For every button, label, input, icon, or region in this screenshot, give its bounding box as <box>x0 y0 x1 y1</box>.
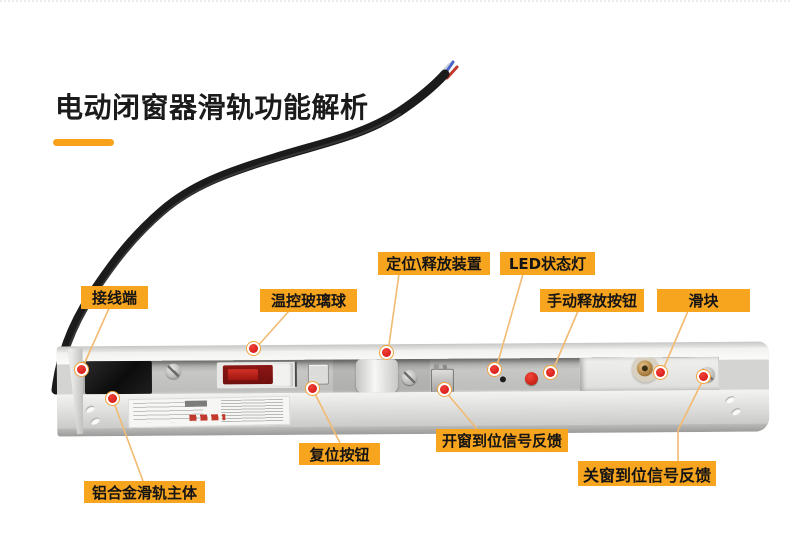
callout-line-positioning-release-device <box>387 273 400 353</box>
callout-label-window-close-signal-feedback: 关窗到位信号反馈 <box>578 461 716 486</box>
callout-label-window-open-signal-feedback: 开窗到位信号反馈 <box>436 429 568 452</box>
callout-line-reset-button <box>312 389 341 444</box>
callout-label-led-status-light: LED状态灯 <box>500 252 595 275</box>
callout-line-wiring-terminal <box>81 305 111 370</box>
callout-label-manual-release-button: 手动释放按钮 <box>540 289 644 312</box>
callout-line-window-close-signal <box>677 377 705 461</box>
callout-label-slider-block: 滑块 <box>657 289 750 312</box>
callout-dot-window-open-signal <box>437 382 452 397</box>
callout-label-wiring-terminal: 接线端 <box>81 286 148 309</box>
callout-dot-positioning-release-device <box>379 345 394 360</box>
title-accent-dash <box>53 139 114 146</box>
page-title: 电动闭窗器滑轨功能解析 <box>55 91 369 124</box>
callout-line-window-open-signal <box>444 390 478 430</box>
callout-dot-aluminum-rail-body <box>105 391 120 406</box>
callout-dot-wiring-terminal <box>74 362 89 377</box>
callout-dot-manual-release-button <box>543 365 558 380</box>
callout-label-reset-button: 复位按钮 <box>299 443 380 465</box>
callout-line-manual-release-button <box>551 310 579 373</box>
callout-dot-slider-block <box>653 365 668 380</box>
callout-label-aluminum-rail-body: 铝合金滑轨主体 <box>84 481 205 503</box>
callout-line-slider-block <box>661 310 689 373</box>
top-hairline <box>0 0 790 2</box>
callout-dot-reset-button <box>305 381 320 396</box>
callout-dot-led-status-light <box>487 362 502 377</box>
callout-dot-thermal-glass-bulb <box>246 341 261 356</box>
callout-line-aluminum-rail-body <box>112 399 144 482</box>
cable-sheen <box>59 113 401 387</box>
callout-line-thermal-glass-bulb <box>255 310 290 349</box>
callout-label-positioning-release-device: 定位\释放装置 <box>378 252 490 275</box>
callout-dot-window-close-signal <box>696 369 711 384</box>
callout-label-thermal-glass-bulb: 温控玻璃球 <box>260 289 357 312</box>
callout-line-led-status-light <box>495 273 524 370</box>
